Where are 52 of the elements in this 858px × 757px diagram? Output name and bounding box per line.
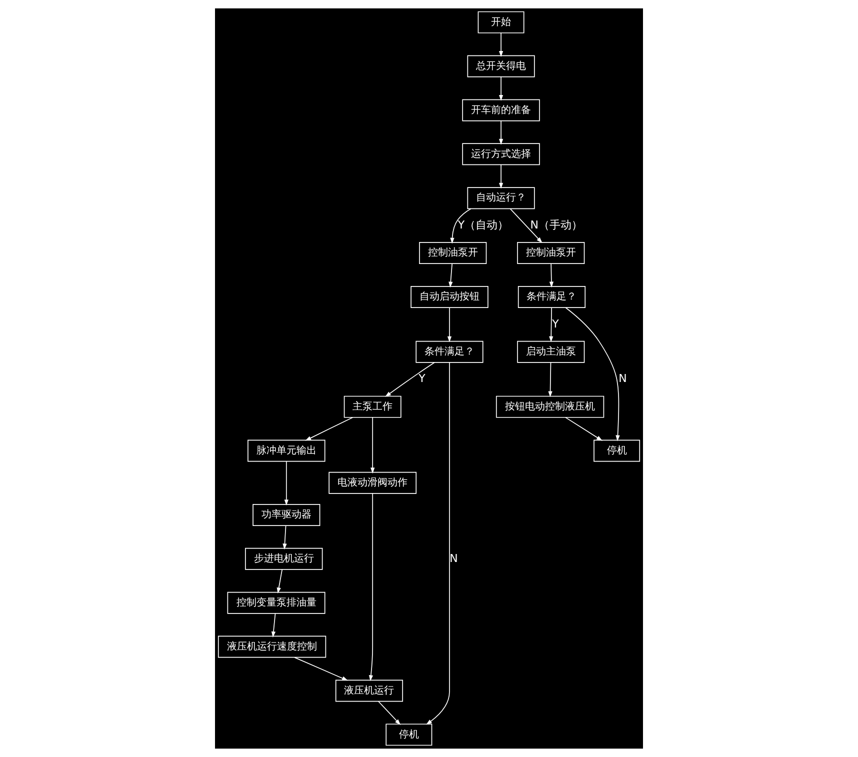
node-box: 电液动滑阀动作: [328, 472, 417, 494]
node-box: 停机: [594, 440, 640, 462]
node-box: 条件满足？: [416, 340, 484, 363]
arrow: [565, 307, 620, 442]
node-box: 开始: [478, 11, 524, 34]
edge-label: N: [618, 372, 627, 386]
arrow: [276, 569, 283, 594]
arrow: [498, 76, 504, 101]
arrow: [305, 417, 354, 441]
arrow: [549, 307, 554, 342]
arrow: [510, 208, 542, 244]
arrow: [498, 164, 504, 189]
arrow: [271, 613, 276, 638]
arrow: [294, 657, 348, 681]
arrow: [565, 417, 602, 441]
node-box: 液压机运行速度控制: [218, 636, 326, 658]
node-box: 按钮电动控制液压机: [496, 396, 604, 418]
node-box: 液压机运行: [335, 680, 404, 702]
node-box: 自动运行？: [467, 187, 535, 210]
edge-label: Y: [552, 317, 559, 330]
node-box: 主泵工作: [344, 396, 402, 418]
node-box: 总开关得电: [467, 55, 535, 78]
arrow: [447, 307, 452, 342]
arrow: [498, 120, 504, 145]
node-box: 自动启动按钮: [410, 286, 488, 308]
arrow: [368, 493, 374, 682]
arrow: [426, 362, 450, 725]
arrow: [282, 525, 287, 550]
arrow: [370, 416, 375, 474]
node-box: 控制油泵开: [419, 242, 487, 264]
edge-label: Y: [418, 372, 426, 386]
edge-label: Y（自动）: [458, 218, 509, 232]
node-box: 功率驱动器: [252, 504, 320, 526]
node-box: 脉冲单元输出: [248, 440, 326, 462]
arrow: [450, 208, 472, 244]
node-box: 控制变量泵排油量: [227, 592, 326, 614]
edge-label: N（手动）: [530, 218, 582, 232]
node-box: 条件满足？: [518, 286, 586, 308]
node-box: 停机: [386, 724, 432, 746]
node-box: 开车前的准备: [462, 99, 540, 122]
node-box: 步进电机运行: [245, 548, 323, 570]
node-box: 启动主油泵: [517, 340, 585, 363]
arrow: [549, 263, 554, 288]
arrow: [385, 362, 435, 397]
arrow: [498, 32, 504, 57]
arrow: [284, 460, 288, 506]
arrow: [448, 263, 453, 288]
edge-label: N: [450, 552, 458, 565]
arrow: [378, 700, 401, 726]
node-box: 控制油泵开: [517, 242, 585, 264]
arrow: [548, 362, 552, 398]
node-box: 运行方式选择: [462, 143, 540, 166]
